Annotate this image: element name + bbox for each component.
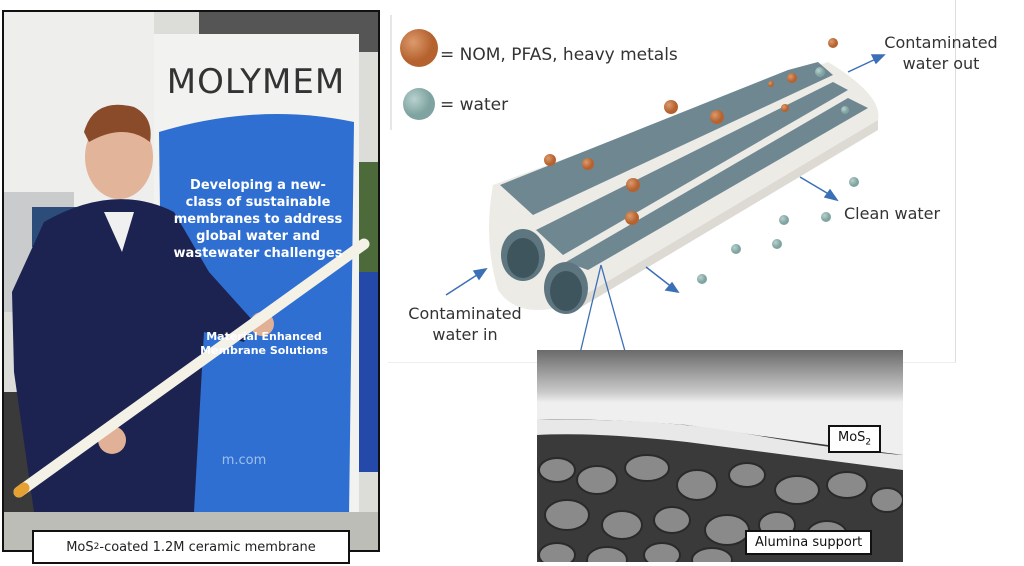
alumina-support-label: Alumina support [745, 530, 873, 555]
banner-tagline: Developing a new-class of sustainable me… [173, 178, 343, 261]
mos2-subscript: 2 [865, 437, 872, 448]
membrane-tube-illustration [390, 15, 886, 362]
banner-url: m.com [221, 453, 267, 468]
contaminant-particles [544, 38, 838, 225]
sem-micrograph [537, 350, 903, 562]
legend-contaminants-label: = NOM, PFAS, heavy metals [440, 45, 678, 65]
banner-logo: MOLYMEM [166, 62, 346, 102]
banner-subtitle: Material Enhanced Membrane Solutions [200, 330, 328, 357]
water-particles [697, 67, 859, 284]
caption-text-rest: -coated 1.2M ceramic membrane [99, 539, 316, 555]
caption-subscript: 2 [93, 542, 100, 552]
mos2-label: MoS2 [828, 425, 882, 453]
label-contaminated-out: Contaminated water out [884, 33, 998, 73]
legend-water-label: = water [440, 95, 509, 115]
caption-text: MoS [66, 539, 94, 555]
label-clean-water: Clean water [844, 204, 941, 223]
mos2-text: MoS [838, 430, 866, 445]
label-contaminated-in: Contaminated water in [408, 304, 522, 344]
membrane-photo: MOLYMEM Developing a new-class of sustai… [2, 10, 380, 552]
sem-image: MoS2 Alumina support [537, 350, 903, 562]
photo-illustration [4, 12, 378, 550]
membrane-diagram: = NOM, PFAS, heavy metals = water Contam… [388, 0, 998, 363]
